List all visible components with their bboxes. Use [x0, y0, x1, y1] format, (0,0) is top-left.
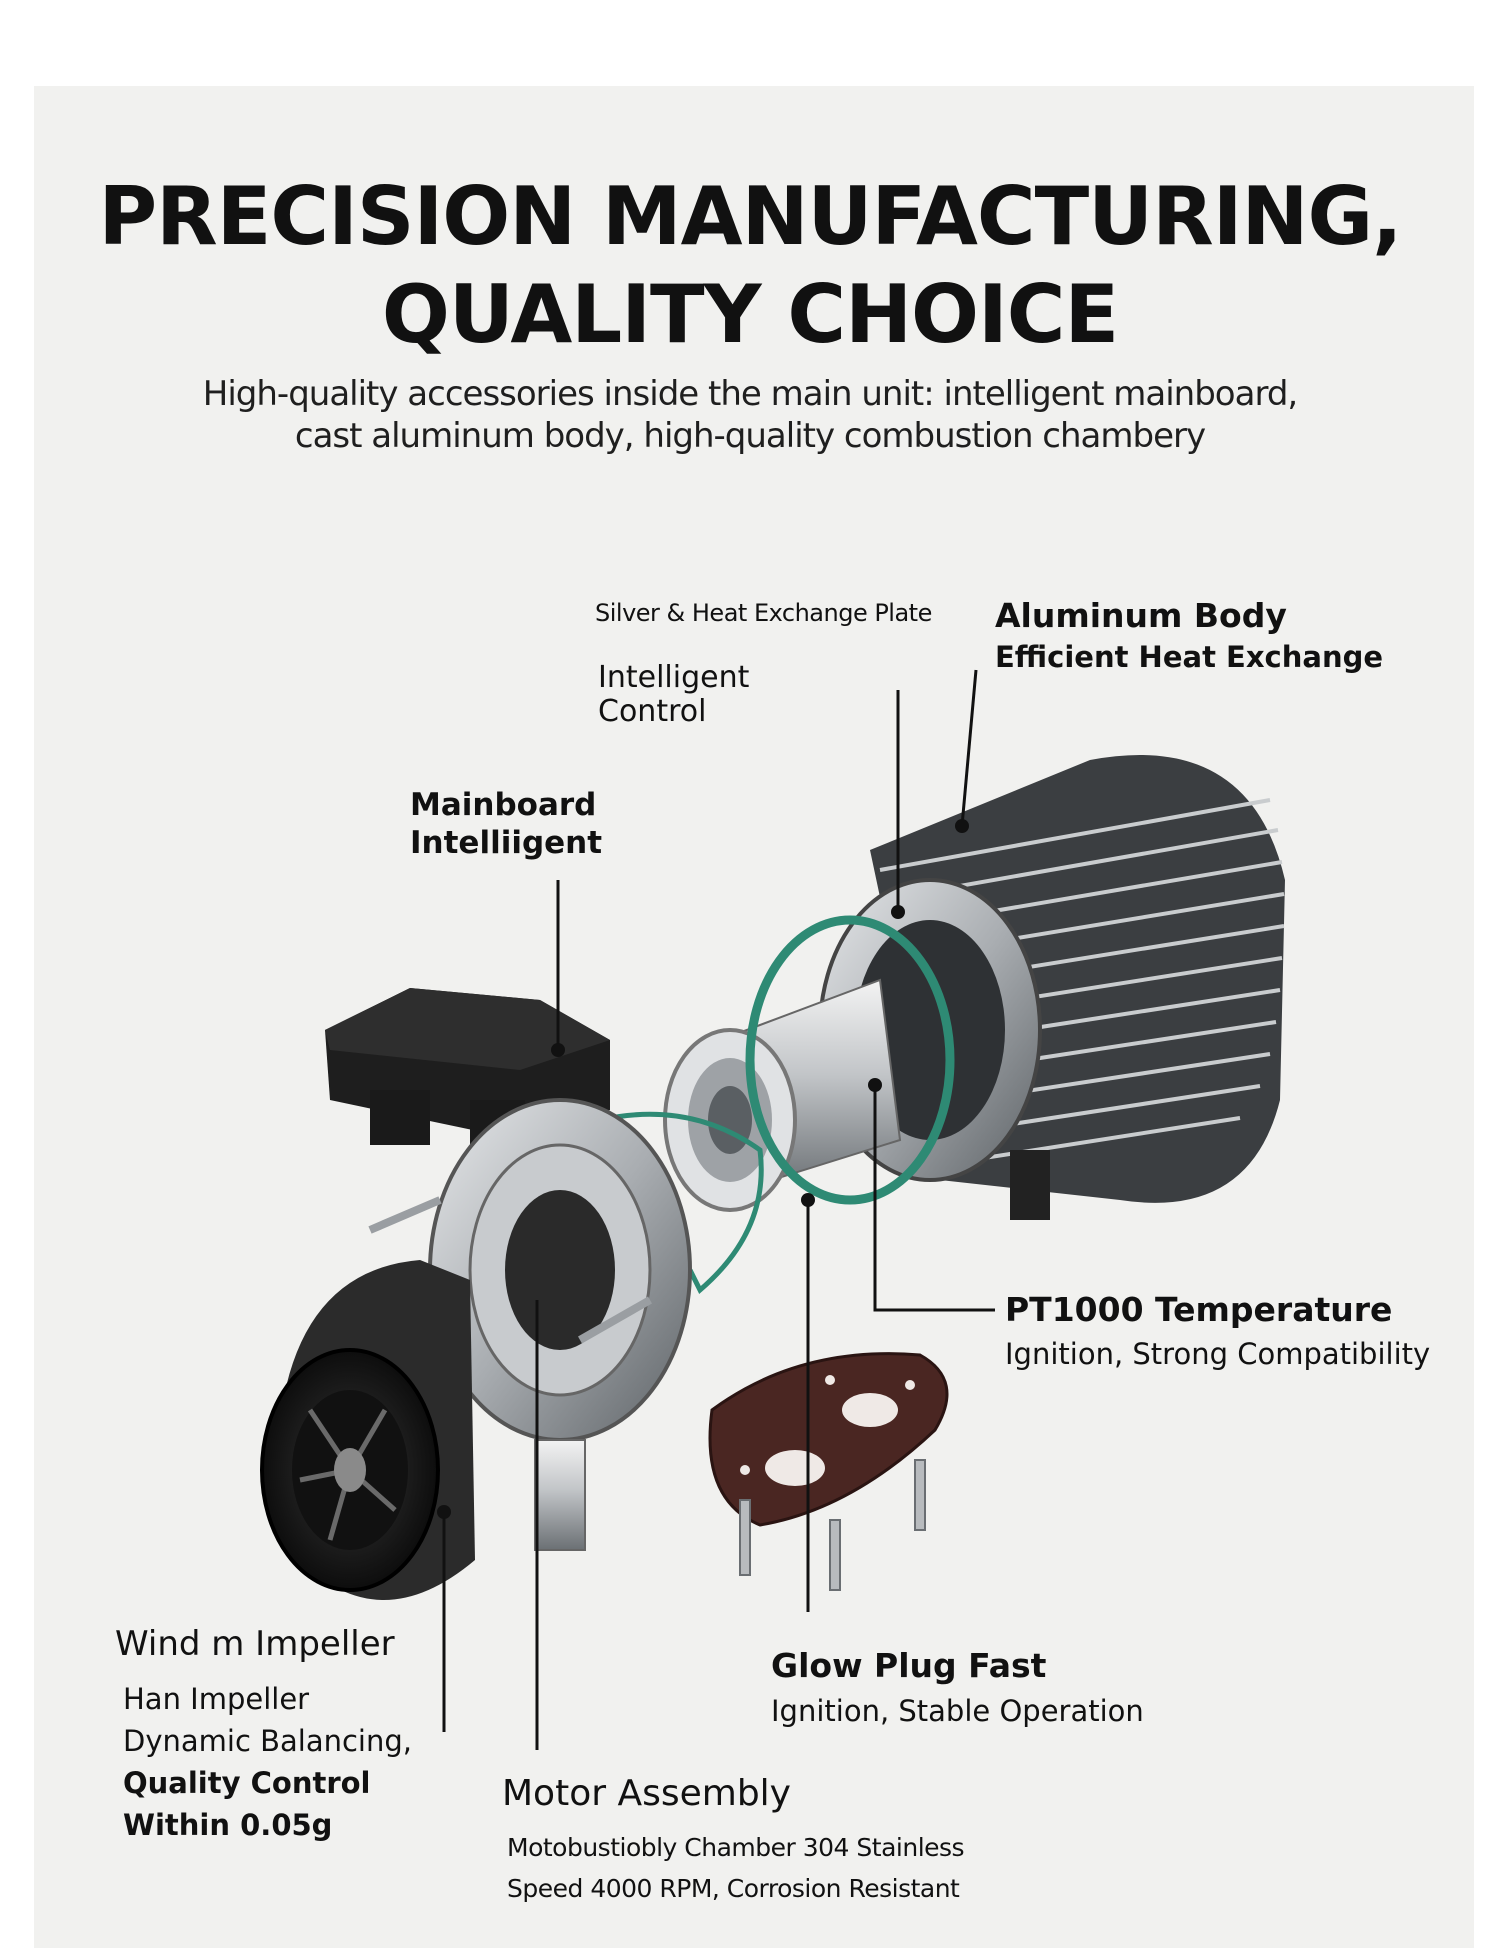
impeller-part [260, 1260, 475, 1600]
glow-plug-plate [708, 1352, 949, 1591]
label-wind-impeller-2: Dynamic Balancing, [123, 1724, 412, 1758]
label-mainboard-2: Intelliigent [410, 825, 603, 861]
label-intelligent-control-2: Control [598, 694, 707, 729]
callout-lines [442, 669, 995, 1750]
motor-housing [368, 1098, 692, 1551]
title-line-1: PRECISION MANUFACTURING, [98, 170, 1403, 263]
label-motor-assembly-title: Motor Assembly [502, 1773, 791, 1814]
label-glow-plug-title: Glow Plug Fast [771, 1646, 1047, 1685]
combustion-chamber [663, 978, 902, 1212]
label-glow-plug-desc: Ignition, Stable Operation [771, 1694, 1144, 1728]
label-intelligent-control-1: Intelligent [598, 660, 750, 695]
aluminum-body [818, 755, 1285, 1220]
label-wind-impeller-4: Within 0.05g [123, 1808, 333, 1842]
label-wind-impeller-1: Han Impeller [123, 1682, 310, 1716]
callout-dots [437, 819, 969, 1519]
label-motor-assembly-1: Motobustiobly Chamber 304 Stainless [507, 1833, 965, 1862]
label-wind-impeller-title: Wind m Impeller [115, 1624, 395, 1664]
label-pt1000-title: PT1000 Temperature [1005, 1290, 1393, 1329]
label-mainboard-1: Mainboard [410, 787, 597, 823]
label-pt1000-desc: Ignition, Strong Compatibility [1005, 1337, 1431, 1371]
subtitle-line-2: cast aluminum body, high-quality combust… [294, 416, 1206, 456]
gasket-outline [599, 1111, 764, 1294]
label-motor-assembly-2: Speed 4000 RPM, Corrosion Resistant [507, 1874, 960, 1903]
label-silver-heat-plate: Silver & Heat Exchange Plate [595, 599, 932, 627]
label-aluminum-body-title: Aluminum Body [995, 596, 1287, 635]
subtitle-line-1: High-quality accessories inside the main… [202, 374, 1298, 414]
label-aluminum-body-desc: Efficient Heat Exchange [995, 640, 1384, 674]
label-wind-impeller-3: Quality Control [123, 1766, 371, 1800]
title-line-2: QUALITY CHOICE [381, 268, 1119, 361]
gasket-ring [745, 915, 955, 1205]
